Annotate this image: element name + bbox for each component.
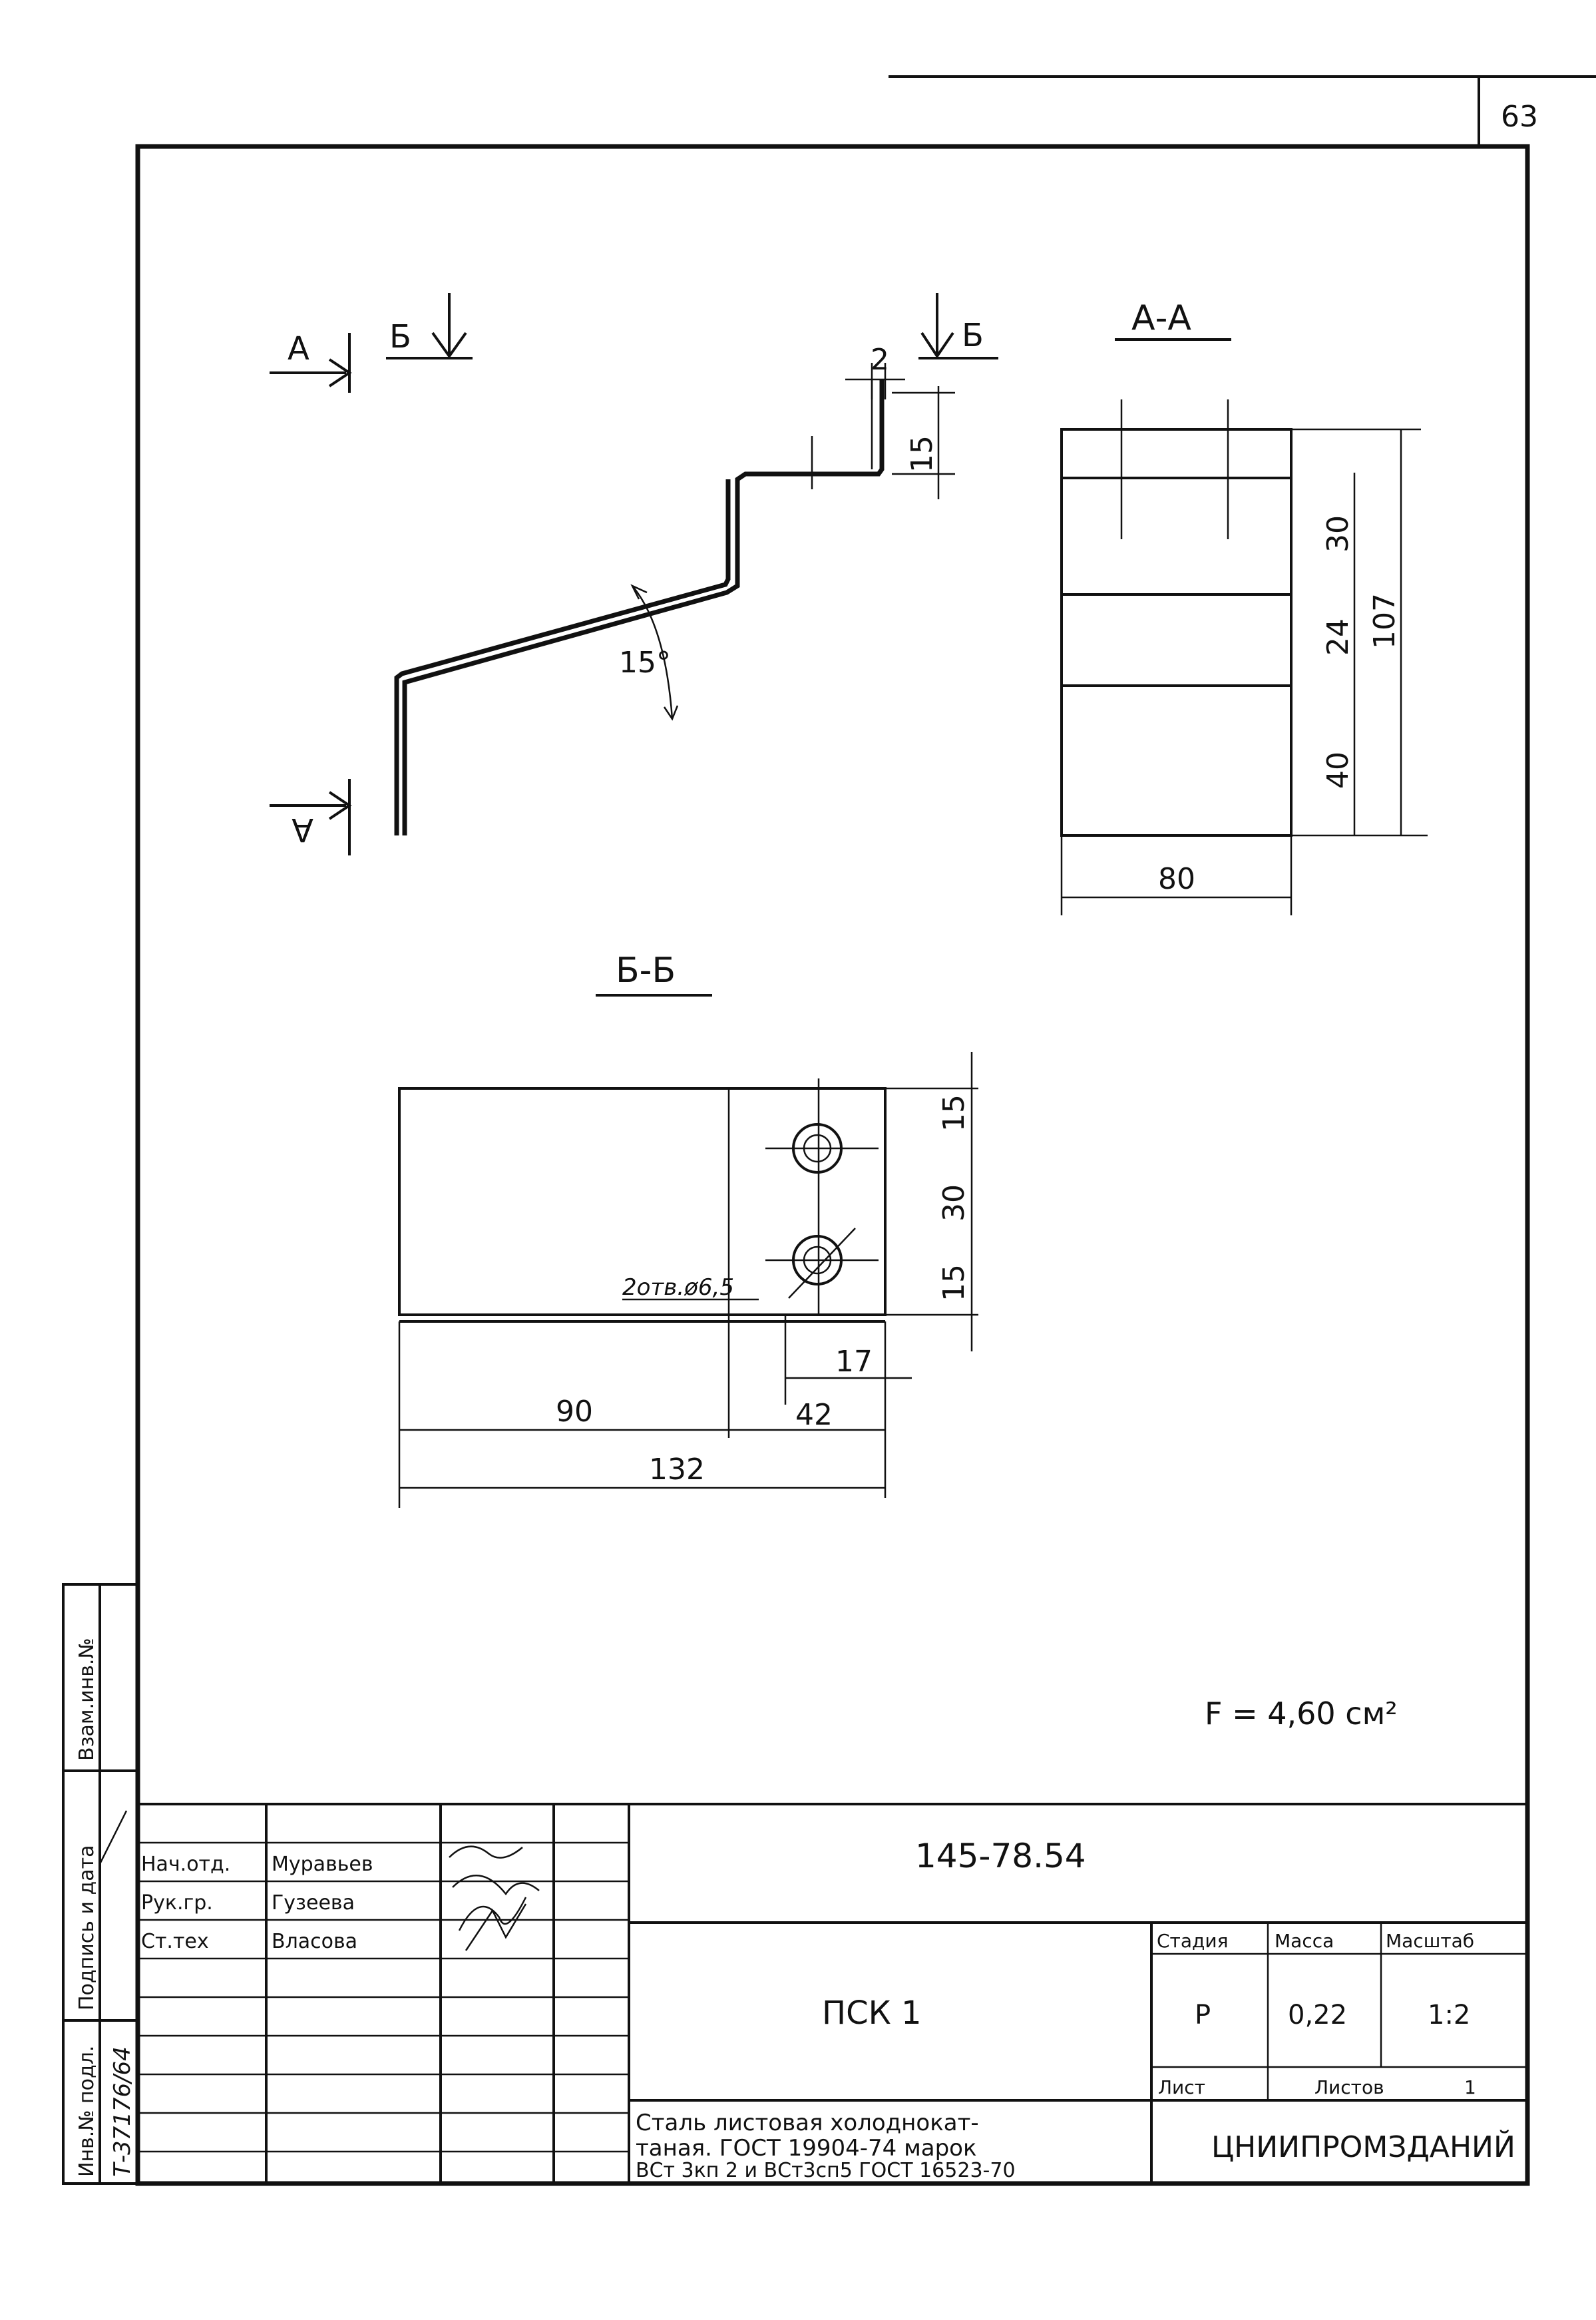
title-block: 145-78.54 Нач.отд. Муравьев Рук.гр. Гузе… bbox=[138, 1803, 1527, 2184]
view-b-dim-17: 17 bbox=[835, 1345, 873, 1379]
view-a-dim-107: 107 bbox=[1368, 593, 1402, 649]
inv-value: Т-37176/64 bbox=[109, 2046, 136, 2177]
stage-header: Стадия bbox=[1157, 1930, 1228, 1952]
view-a-dim-30: 30 bbox=[1321, 515, 1355, 553]
name-3: Власова bbox=[272, 1930, 357, 1953]
material-line-3: ВСт 3кп 2 и ВСт3сп5 ГОСТ 16523-70 bbox=[636, 2159, 1016, 2182]
role-3: Ст.тех bbox=[141, 1930, 209, 1953]
sheet-number-box: 63 bbox=[889, 75, 1596, 146]
stage-value: Р bbox=[1195, 2000, 1211, 2030]
section-a-label-top: А bbox=[288, 330, 309, 367]
material-line-1: Сталь листовая холоднокат- bbox=[636, 2110, 979, 2136]
role-2: Рук.гр. bbox=[141, 1891, 213, 1915]
material-line-2: таная. ГОСТ 19904-74 марок bbox=[636, 2135, 977, 2162]
document-code: 145-78.54 bbox=[915, 1837, 1086, 1875]
angle-label: 15° bbox=[619, 646, 671, 680]
dim-thickness: 2 bbox=[871, 343, 889, 377]
section-b-label-left: Б bbox=[389, 318, 411, 355]
scale-header: Масштаб bbox=[1386, 1930, 1474, 1952]
area-note: F = 4,60 см² bbox=[1205, 1696, 1398, 1732]
mass-header: Масса bbox=[1275, 1930, 1334, 1952]
scale-value: 1:2 bbox=[1428, 2000, 1470, 2030]
sheet-label: Лист bbox=[1158, 2076, 1205, 2098]
drawing-frame bbox=[135, 144, 1530, 2186]
section-b-marker-right: Б bbox=[918, 293, 998, 359]
mass-value: 0,22 bbox=[1288, 2000, 1347, 2030]
view-b-dim-30: 30 bbox=[937, 1184, 971, 1222]
holes-label: 2отв.ø6,5 bbox=[622, 1274, 734, 1301]
view-b-dim-bottom-15: 15 bbox=[937, 1264, 971, 1301]
section-a-marker-top: А bbox=[270, 330, 352, 393]
section-a-marker-bottom: А bbox=[270, 779, 352, 855]
view-b-title: Б-Б bbox=[616, 951, 676, 991]
sign-label: Подпись и дата bbox=[75, 1845, 99, 2011]
section-a-label-bottom: А bbox=[292, 811, 313, 848]
view-a-dim-24: 24 bbox=[1321, 618, 1355, 656]
name-1: Муравьев bbox=[272, 1853, 373, 1876]
role-1: Нач.отд. bbox=[141, 1853, 230, 1876]
sheets-label: Листов bbox=[1314, 2076, 1384, 2098]
replace-label: Взам.инв.№ bbox=[75, 1638, 99, 1761]
signatures bbox=[449, 1845, 540, 1951]
view-b-dim-132: 132 bbox=[649, 1453, 705, 1487]
view-b-dim-90: 90 bbox=[556, 1395, 593, 1429]
view-a-dim-width: 80 bbox=[1158, 862, 1195, 896]
sheet-number: 63 bbox=[1501, 100, 1538, 134]
name-2: Гузеева bbox=[272, 1891, 355, 1915]
section-b-label-right: Б bbox=[962, 317, 984, 354]
view-b-b: Б-Б 15 30 15 2отв.ø6,5 17 90 42 132 bbox=[398, 951, 978, 1508]
dim-top-height: 15 bbox=[905, 435, 939, 473]
inv-label: Инв.№ подл. bbox=[75, 2046, 99, 2177]
view-a-title: А-А bbox=[1131, 298, 1191, 338]
organization: ЦНИИПРОМЗДАНИЙ bbox=[1211, 2129, 1515, 2164]
side-stamp: Взам.инв.№ Подпись и дата Инв.№ подл. Т-… bbox=[62, 1583, 139, 2185]
sheets-value: 1 bbox=[1464, 2076, 1476, 2098]
view-b-dim-top-15: 15 bbox=[937, 1094, 971, 1132]
view-b-dim-42: 42 bbox=[795, 1398, 833, 1432]
view-a-a: А-А 30 24 40 107 80 bbox=[1060, 298, 1428, 915]
part-name: ПСК 1 bbox=[822, 1994, 921, 2032]
section-b-marker-left: Б bbox=[386, 293, 473, 359]
view-a-dim-40: 40 bbox=[1321, 752, 1355, 789]
profile-view: 2 15 15° bbox=[394, 343, 955, 835]
